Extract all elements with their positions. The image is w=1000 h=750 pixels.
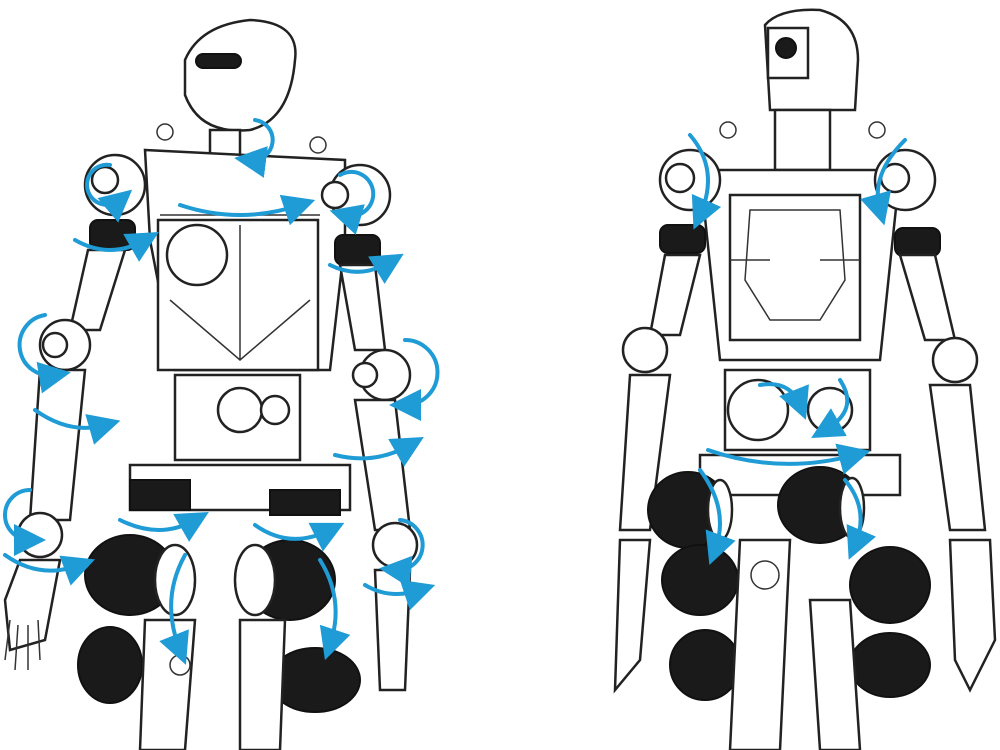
rotation-arrow-icon [843,478,877,560]
rotation-arrow-icon [706,443,871,475]
rotation-arrow-icon [33,408,121,445]
rotation-arrow-icon [698,468,736,565]
rotation-arrow-icon [253,522,345,552]
rotation-arrow-icon [379,518,425,588]
rotation-arrows [3,118,907,665]
rotation-arrow-icon [860,138,907,226]
rotation-arrow-icon [328,253,404,284]
rotation-arrow-icon [758,382,809,420]
rotation-arrow-icon [363,579,436,611]
rotation-arrow-icon [3,488,46,556]
rotation-arrow-icon [73,232,159,262]
rotation-arrow-icon [85,162,133,223]
rotation-arrow-icon [329,169,376,235]
rotation-arrow-icon [178,194,316,226]
rotation-arrow-icon [688,133,722,230]
rotation-arrow-icon [389,338,440,421]
rotation-arrow-icon [811,378,850,438]
rear-view-robot [613,8,997,750]
front-view-robot [3,18,419,750]
rotation-arrow-icon [159,553,189,665]
head-logo [195,53,242,69]
rotation-arrow-icon [118,512,209,542]
rotation-arrow-icon [234,118,275,178]
rotation-arrow-icon [333,437,424,467]
rotation-arrow-icon [3,553,95,586]
rotation-arrow-icon [17,313,71,394]
front-head [183,18,297,132]
rotation-arrow-icon [318,558,351,661]
